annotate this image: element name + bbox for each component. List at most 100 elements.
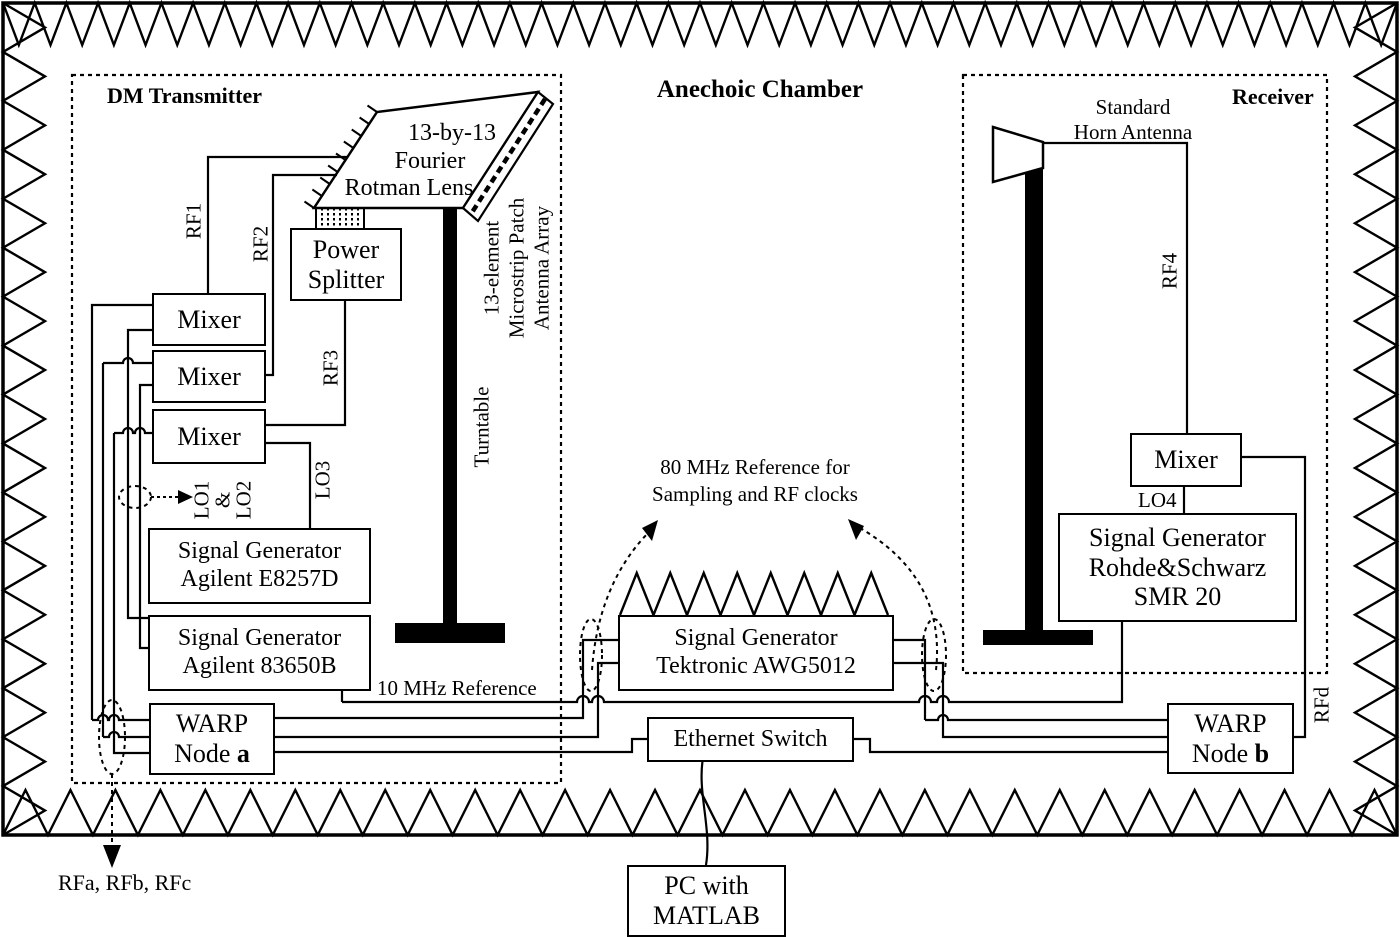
- rx-antenna-base: [983, 630, 1093, 645]
- mixer2-label: Mixer: [177, 361, 241, 391]
- warp-b-node-text: Node: [1191, 738, 1255, 768]
- ref80-left-arrow-line: [591, 532, 649, 671]
- ref80-left-arrowhead: [642, 520, 658, 541]
- wire-ethernet-warpb: [850, 737, 1167, 754]
- rx-antenna-pole: [1025, 150, 1043, 630]
- siggen-e8257d-line2: Agilent E8257D: [180, 566, 339, 592]
- warp-node-b-box: WARP Node b: [1167, 703, 1294, 774]
- awg-line1: Signal Generator: [674, 625, 838, 652]
- arrowheads: [103, 490, 864, 868]
- wire-rf4: [1043, 141, 1189, 433]
- horn-antenna-shape: [991, 125, 1045, 184]
- rf1-label: RF1: [181, 202, 206, 240]
- warp-b-node-letter: b: [1254, 738, 1270, 768]
- power-splitter-line1: Power: [312, 234, 380, 264]
- wire-lo3: [262, 441, 312, 528]
- warp-b-line1: WARP: [1194, 708, 1267, 738]
- ref80-left-ellipse: [579, 618, 603, 692]
- ref80-line2: Sampling and RF clocks: [652, 482, 858, 506]
- power-splitter-line2: Splitter: [307, 264, 385, 294]
- power-splitter-box: Power Splitter: [290, 228, 402, 301]
- rx-mixer-box: Mixer: [1130, 433, 1242, 487]
- siggen-83650b-line2: Agilent 83650B: [182, 653, 337, 679]
- callout-group: [98, 485, 947, 846]
- anechoic-chamber-title: Anechoic Chamber: [656, 76, 864, 103]
- ref80-right-arrow-line: [859, 527, 938, 671]
- rf2-label: RF2: [248, 225, 273, 263]
- lens-line3: Rotman Lens: [344, 175, 474, 201]
- dm-transmitter-region: [70, 73, 563, 785]
- array-label-line3: Antenna Array: [529, 205, 554, 331]
- rf4-label: RF4: [1157, 252, 1182, 290]
- rfd-label: RFd: [1309, 686, 1334, 724]
- array-label-line1: 13-element: [479, 220, 504, 316]
- horn-label-line2: Horn Antenna: [1073, 120, 1193, 144]
- mixer1-label: Mixer: [177, 304, 241, 334]
- lens-line2: Fourier: [394, 148, 466, 174]
- smr20-line2: Rohde&Schwarz: [1088, 552, 1267, 582]
- wire-rf1: [206, 155, 347, 293]
- wire-ethernet-pc: [700, 757, 709, 866]
- tx-turntable-base: [395, 623, 505, 643]
- lo12-callout-ellipse: [118, 485, 152, 509]
- pc-line2: MATLAB: [653, 901, 760, 930]
- receiver-region: [961, 73, 1329, 675]
- warp-node-a-box: WARP Node a: [149, 703, 275, 775]
- pc-line1: PC with: [664, 871, 749, 901]
- wire-rf3: [262, 297, 347, 427]
- warp-a-line2: Node a: [174, 739, 250, 769]
- wire-warpa-ethernet: [271, 737, 647, 754]
- mixer3-box: Mixer: [152, 409, 266, 464]
- siggen-e8257d-line1: Signal Generator: [177, 538, 342, 565]
- wire-80mhz-a1: [271, 638, 618, 720]
- wire-rfc: [112, 426, 152, 755]
- siggen-83650b-line1: Signal Generator: [177, 625, 342, 652]
- wire-rf2: [262, 173, 337, 377]
- ethernet-switch-label: Ethernet Switch: [673, 725, 828, 752]
- lo3-label: LO3: [310, 460, 335, 500]
- ethernet-switch-box: Ethernet Switch: [647, 717, 854, 762]
- smr20-line1: Signal Generator: [1089, 522, 1266, 552]
- mixer3-label: Mixer: [177, 421, 241, 451]
- rf3-label: RF3: [318, 349, 343, 387]
- receiver-title: Receiver: [1232, 84, 1314, 109]
- absorber-wall-right: [1352, 1, 1400, 837]
- wire-80mhz-b2: [890, 661, 1167, 739]
- mixer1-box: Mixer: [152, 293, 266, 346]
- wire-group: [90, 141, 1307, 866]
- warp-a-node-letter: a: [236, 739, 250, 768]
- tx-turntable-pole: [443, 206, 457, 623]
- lo4-label: LO4: [1138, 488, 1177, 512]
- absorber-wall-top: [1, 0, 1399, 49]
- warp-a-node-text: Node: [174, 739, 237, 768]
- splitter-lens-ribbon: [315, 208, 365, 228]
- awg-box: Signal Generator Tektronic AWG5012: [618, 615, 894, 691]
- rfabc-arrowhead: [103, 845, 121, 868]
- ref10-label: 10 MHz Reference: [377, 676, 537, 700]
- wire-80mhz-b1: [890, 638, 1167, 722]
- smr20-line3: SMR 20: [1133, 582, 1222, 612]
- awg-line2: Tektronic AWG5012: [656, 653, 856, 679]
- siggen-smr20-box: Signal Generator Rohde&Schwarz SMR 20: [1058, 513, 1297, 622]
- dm-transmitter-title: DM Transmitter: [107, 83, 262, 108]
- warp-a-line1: WARP: [175, 709, 249, 739]
- wire-rfd: [1238, 455, 1307, 739]
- siggen-e8257d-box: Signal Generator Agilent E8257D: [148, 528, 371, 604]
- horn-label-line1: Standard: [1095, 95, 1171, 119]
- warp-b-line2: Node b: [1192, 739, 1269, 769]
- wire-rfa: [90, 303, 152, 722]
- pc-matlab-box: PC with MATLAB: [627, 865, 786, 937]
- absorber-wall-bottom: [1, 787, 1399, 838]
- ref80-line1: 80 MHz Reference for: [660, 455, 850, 479]
- lens-line1: 13-by-13: [408, 120, 496, 146]
- lo12-arrowhead: [178, 490, 193, 504]
- turntable-label: Turntable: [469, 386, 494, 468]
- wire-lo1: [126, 328, 152, 620]
- awg-absorber-hat: [618, 569, 890, 619]
- absorber-wall-left: [0, 1, 48, 837]
- ref80-right-arrowhead: [848, 519, 864, 540]
- array-label-line2: Microstrip Patch: [504, 197, 529, 339]
- siggen-83650b-box: Signal Generator Agilent 83650B: [148, 615, 371, 691]
